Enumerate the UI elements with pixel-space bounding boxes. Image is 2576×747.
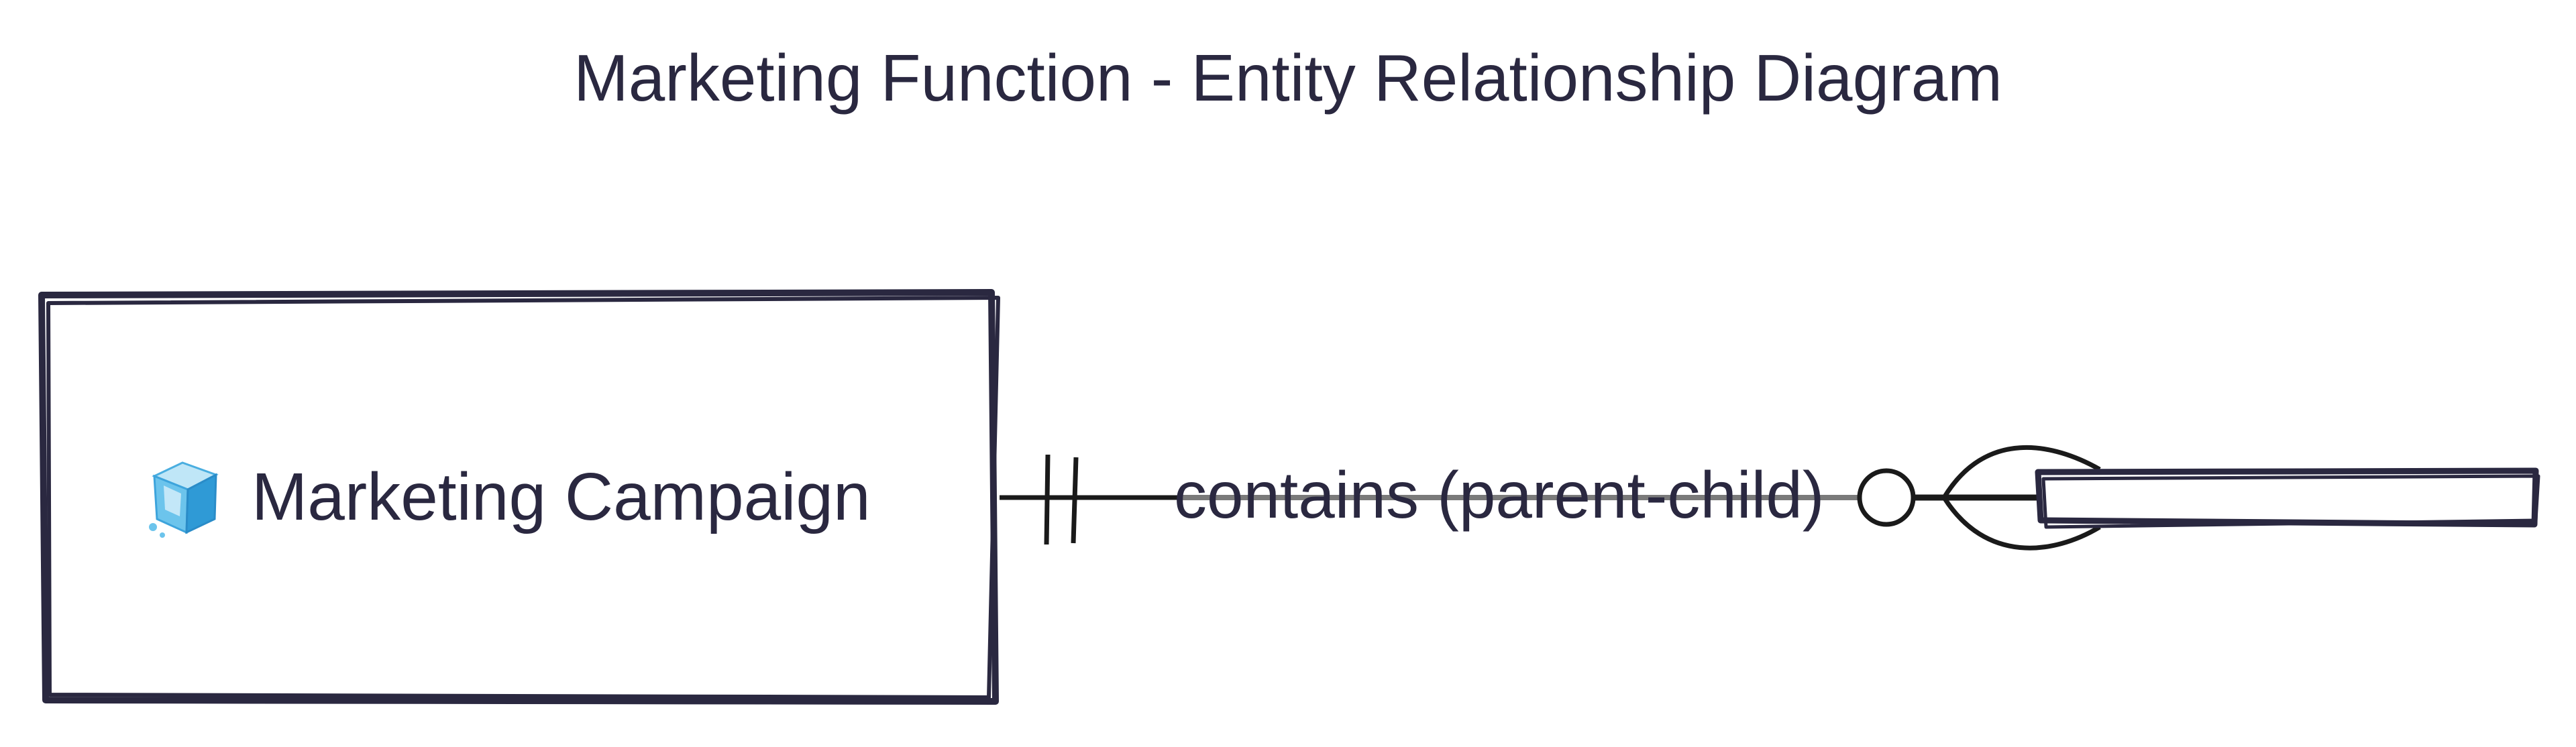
cardinality-one-marker (1044, 454, 1079, 545)
cardinality-many-marker (1857, 445, 2101, 551)
entity-marketing-campaign[interactable]: Marketing Campaign (38, 289, 1000, 705)
relationship-connector[interactable]: contains (parent-child) (1000, 445, 2101, 551)
diagram-title: Marketing Function - Entity Relationship… (574, 41, 2002, 115)
entity-child-outline-sketch (2041, 474, 2540, 529)
entity-label: Marketing Campaign (252, 459, 871, 534)
entity-child-outline (2035, 467, 2539, 528)
entity-box-outline-sketch (46, 296, 1000, 699)
entity-child[interactable] (2035, 467, 2540, 529)
cube-icon (149, 461, 219, 538)
relationship-label: contains (parent-child) (1174, 458, 1825, 532)
entity-box-outline (38, 289, 999, 705)
